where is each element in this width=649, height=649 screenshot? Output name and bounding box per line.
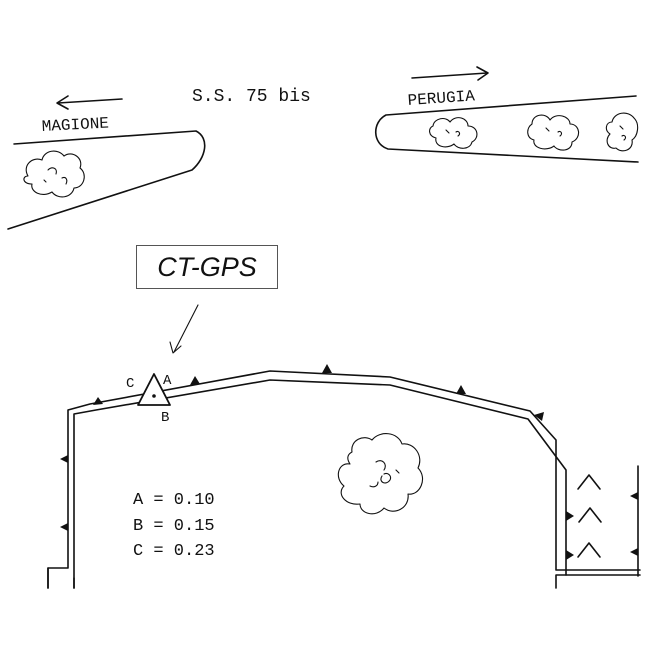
value-b: B = 0.15 <box>133 517 215 536</box>
station-point-b: B <box>161 410 169 426</box>
value-a: A = 0.10 <box>133 491 215 510</box>
road-name: S.S. 75 bis <box>192 87 311 107</box>
arrow-right-icon <box>411 66 489 81</box>
pointer-arrow-icon <box>169 304 199 354</box>
chevron-up-icon <box>578 507 602 523</box>
tree-icon <box>337 433 423 515</box>
direction-label-perugia: PERUGIA <box>407 87 476 110</box>
site-boundary <box>47 370 641 589</box>
boundary-markers <box>60 364 574 560</box>
tree-icon <box>23 150 85 198</box>
boundary-marker <box>322 364 332 373</box>
roadside-strip-left <box>7 130 206 230</box>
boundary-marker <box>190 376 200 385</box>
chevron-up-icon <box>577 474 601 490</box>
value-c: C = 0.23 <box>133 542 215 561</box>
gps-station-marker <box>137 373 171 406</box>
tree-icon <box>605 112 639 152</box>
station-point-c: C <box>126 376 134 392</box>
station-label: CT-GPS <box>157 251 257 282</box>
boundary-marker <box>456 385 466 394</box>
tree-icon <box>429 117 478 149</box>
direction-label-magione: MAGIONE <box>41 114 109 135</box>
station-label-box: CT-GPS <box>136 245 278 289</box>
boundary-marker <box>566 511 574 521</box>
arrow-left-icon <box>56 95 123 110</box>
boundary-marker <box>60 523 68 531</box>
fence-right <box>630 465 639 577</box>
boundary-marker <box>60 455 68 463</box>
roadside-strip-right <box>374 95 639 163</box>
boundary-marker <box>93 397 103 405</box>
tree-icon <box>527 114 580 151</box>
boundary-marker <box>534 412 544 421</box>
station-point-a: A <box>163 373 172 389</box>
boundary-marker <box>566 550 574 560</box>
chevron-up-icon <box>577 542 601 558</box>
